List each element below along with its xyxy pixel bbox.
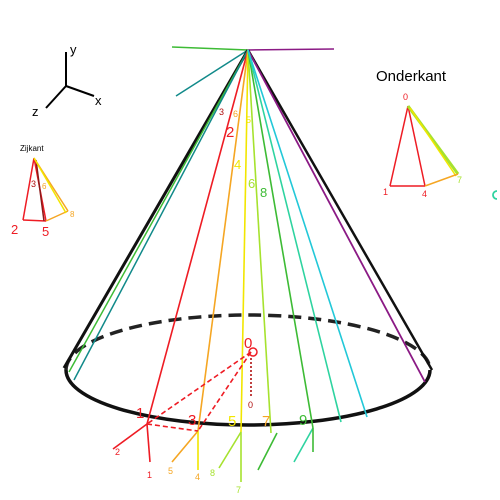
bottom-label-4: 4 <box>422 189 427 199</box>
low-label-1: 1 <box>147 470 152 480</box>
base-ellipse-front <box>64 369 432 427</box>
cone-right-purple <box>247 49 426 383</box>
ext-red-1 <box>112 423 148 450</box>
side-orange-base <box>45 210 69 222</box>
side-red-base <box>22 219 47 222</box>
ext-orange-1 <box>171 430 199 463</box>
apex-label-5: 5 <box>246 115 251 125</box>
side-label-2: 2 <box>11 222 18 237</box>
generator-yellow <box>240 49 249 433</box>
bottom-red-mid <box>407 105 426 187</box>
side-label-8: 8 <box>70 210 75 219</box>
generator-orange <box>197 49 249 432</box>
edge-arc-mark <box>492 190 498 200</box>
base-label-7: 7 <box>262 413 270 430</box>
side-label-5: 5 <box>42 224 49 239</box>
low-label-2: 2 <box>115 447 120 457</box>
z-axis-label: z <box>32 104 39 119</box>
bottom-red-left <box>389 105 409 187</box>
generator-teal-green <box>247 49 342 423</box>
top-teal-line <box>175 49 249 97</box>
apex-label-8: 8 <box>260 185 267 200</box>
dashed-center-to-3 <box>197 351 252 432</box>
base-label-5: 5 <box>228 413 236 430</box>
side-red-left <box>22 157 35 221</box>
base-label-3: 3 <box>188 412 196 429</box>
bottom-view-figure <box>389 105 460 187</box>
ext-red-2 <box>146 423 151 463</box>
dashed-center-to-1 <box>146 351 252 425</box>
z-axis-line <box>45 85 67 109</box>
generator-green <box>247 49 314 429</box>
cone-right-outline <box>246 49 434 371</box>
dashed-1-to-3 <box>146 423 199 432</box>
generator-cyan <box>247 49 368 418</box>
cone-left-green <box>68 49 249 373</box>
cone-left-outline <box>62 49 250 369</box>
axes-indicator <box>45 52 95 109</box>
apex-label-4: 4 <box>234 157 241 172</box>
top-purple-line <box>247 48 335 51</box>
ext-green-2 <box>293 427 314 463</box>
apex-label-3: 3 <box>219 107 224 117</box>
side-label-3: 3 <box>31 179 36 189</box>
bottom-yellow-right <box>409 107 457 177</box>
bottom-orange-base <box>424 173 459 187</box>
generator-light-green <box>247 49 272 434</box>
base-ellipse-back <box>64 313 432 371</box>
center-point <box>248 347 258 357</box>
base-label-1: 1 <box>136 405 144 422</box>
bottom-label-1: 1 <box>383 187 388 197</box>
ext-green-1 <box>257 432 278 471</box>
apex-label-2: 2 <box>226 124 234 141</box>
x-axis-line <box>65 85 95 97</box>
low-label-8: 8 <box>210 468 215 478</box>
x-axis-label: x <box>95 93 102 108</box>
side-view-heading: Zijkant <box>20 144 44 153</box>
apex-label-6b: 6 <box>248 176 255 191</box>
side-label-6: 6 <box>42 182 47 191</box>
ext-lightgreen-1 <box>218 431 242 469</box>
cone-left-teal <box>73 49 249 381</box>
low-label-5: 5 <box>168 466 173 476</box>
apex-label-6: 6 <box>233 109 238 119</box>
generator-red <box>146 49 249 425</box>
low-label-7: 7 <box>236 485 241 495</box>
y-axis-label: y <box>70 42 77 57</box>
bottom-label-7: 7 <box>457 175 462 185</box>
side-dark-mid <box>35 159 45 222</box>
center-label-0-small: 0 <box>248 400 253 410</box>
top-green-line <box>171 46 249 51</box>
side-view-figure <box>22 157 69 222</box>
low-label-4: 4 <box>195 472 200 482</box>
bottom-label-0: 0 <box>403 92 408 102</box>
base-label-9: 9 <box>299 412 307 429</box>
center-label-0: 0 <box>244 335 252 352</box>
bottom-view-heading: Onderkant <box>376 68 447 85</box>
side-yellow-right <box>33 157 67 214</box>
